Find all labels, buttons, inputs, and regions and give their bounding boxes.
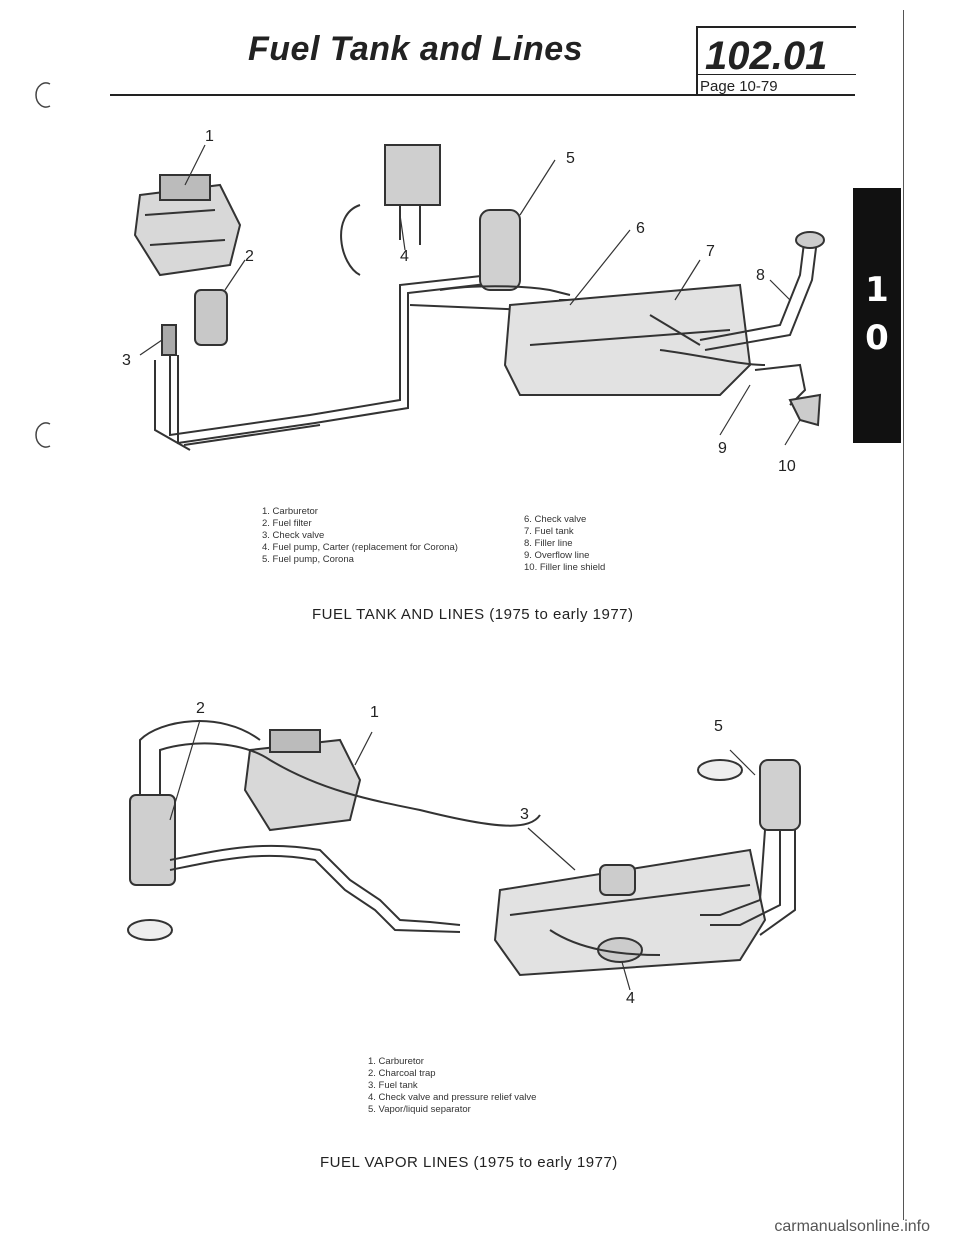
callout-number: 2: [245, 248, 254, 265]
figure2-caption: FUEL VAPOR LINES (1975 to early 1977): [320, 1154, 618, 1171]
legend-item: 5. Fuel pump, Corona: [262, 554, 354, 565]
legend-item: 10. Filler line shield: [524, 562, 606, 573]
callout-number: 3: [520, 806, 529, 823]
callout-number: 5: [714, 718, 723, 735]
fuel-vapor-lines-diagram: [127, 719, 801, 991]
section-tab: 1 0: [853, 188, 901, 443]
binder-hole-icon: [35, 82, 51, 108]
callout-number: 7: [706, 243, 715, 260]
callout-number: 4: [626, 990, 635, 1007]
figure1-legend-right: 6. Check valve 7. Fuel tank 8. Filler li…: [524, 514, 605, 574]
legend-item: 4. Fuel pump, Carter (replacement for Co…: [262, 542, 458, 553]
section-number: 102.01: [705, 34, 828, 78]
page-edge-line: [903, 10, 904, 1220]
legend-item: 7. Fuel tank: [524, 526, 574, 537]
figure1-legend-left: 1. Carburetor 2. Fuel filter 3. Check va…: [262, 506, 458, 566]
binder-hole-icon: [35, 422, 51, 448]
header-box-mid-rule: [696, 74, 856, 75]
callout-number: 2: [196, 700, 205, 717]
legend-item: 1. Carburetor: [262, 506, 318, 517]
legend-item: 5. Vapor/liquid separator: [368, 1104, 471, 1115]
legend-item: 8. Filler line: [524, 538, 573, 549]
section-tab-digit: 1: [865, 270, 889, 310]
legend-item: 2. Fuel filter: [262, 518, 312, 529]
figure1-caption: FUEL TANK AND LINES (1975 to early 1977): [312, 606, 634, 623]
callout-number: 4: [400, 248, 409, 265]
legend-item: 2. Charcoal trap: [368, 1068, 436, 1079]
legend-item: 9. Overflow line: [524, 550, 590, 561]
callout-number: 5: [566, 150, 575, 167]
page-label: Page 10-79: [700, 78, 778, 95]
header-rule: [110, 94, 855, 96]
page-title: Fuel Tank and Lines: [248, 30, 584, 68]
callout-number: 9: [718, 440, 727, 457]
callout-number: 1: [370, 704, 379, 721]
fuel-tank-lines-diagram: [133, 144, 825, 451]
section-tab-digit: 0: [865, 318, 889, 358]
callout-number: 1: [205, 128, 214, 145]
legend-item: 4. Check valve and pressure relief valve: [368, 1092, 537, 1103]
callout-number: 10: [778, 458, 796, 475]
legend-item: 3. Fuel tank: [368, 1080, 418, 1091]
callout-number: 6: [636, 220, 645, 237]
legend-item: 6. Check valve: [524, 514, 587, 525]
legend-item: 1. Carburetor: [368, 1056, 424, 1067]
figure2-legend: 1. Carburetor 2. Charcoal trap 3. Fuel t…: [368, 1056, 536, 1116]
watermark: carmanualsonline.info: [774, 1218, 930, 1235]
header-box-top-rule: [696, 26, 856, 28]
callout-number: 8: [756, 267, 765, 284]
callout-number: 3: [122, 352, 131, 369]
header-box-divider: [696, 26, 698, 96]
legend-item: 3. Check valve: [262, 530, 325, 541]
